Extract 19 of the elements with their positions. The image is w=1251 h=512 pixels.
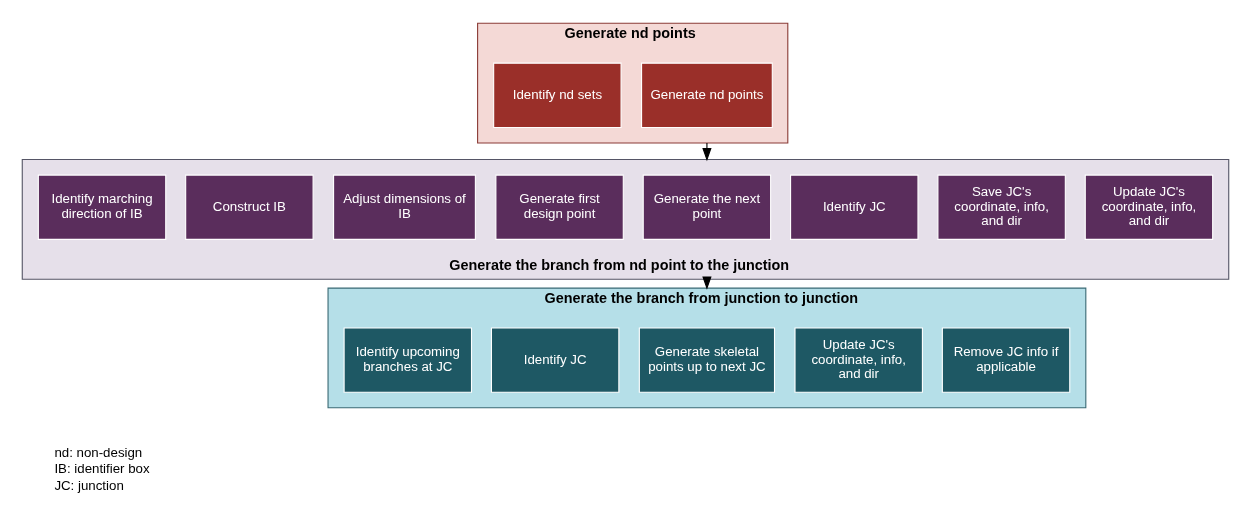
node-box: Update JC's coordinate, info, and dir xyxy=(1084,174,1214,240)
node-box: Construct IB xyxy=(185,174,314,240)
node-box: Update JC's coordinate, info, and dir xyxy=(794,326,923,393)
arrow xyxy=(702,141,712,161)
node-box: Generate first design point xyxy=(495,174,624,240)
node-box: Identify JC xyxy=(790,174,919,240)
node-box: Generate skeletal points up to next JC xyxy=(638,326,776,393)
node-box: Identify JC xyxy=(490,326,620,393)
node-box: Save JC's coordinate, info, and dir xyxy=(937,174,1066,240)
node-box: Remove JC info if applicable xyxy=(941,326,1071,393)
node-box: Generate nd points xyxy=(641,62,773,128)
label: IB: identifier box xyxy=(54,460,150,476)
node-box: Adjust dimensions of IB xyxy=(333,174,476,240)
node-box: Identify upcoming branches at JC xyxy=(343,326,473,393)
label: JC: junction xyxy=(54,477,124,493)
node-box: Identify nd sets xyxy=(493,62,622,128)
node-box: Generate the next point xyxy=(642,174,772,240)
node-box: Identify marching direction of IB xyxy=(37,174,167,240)
label: nd: non-design xyxy=(54,444,143,460)
